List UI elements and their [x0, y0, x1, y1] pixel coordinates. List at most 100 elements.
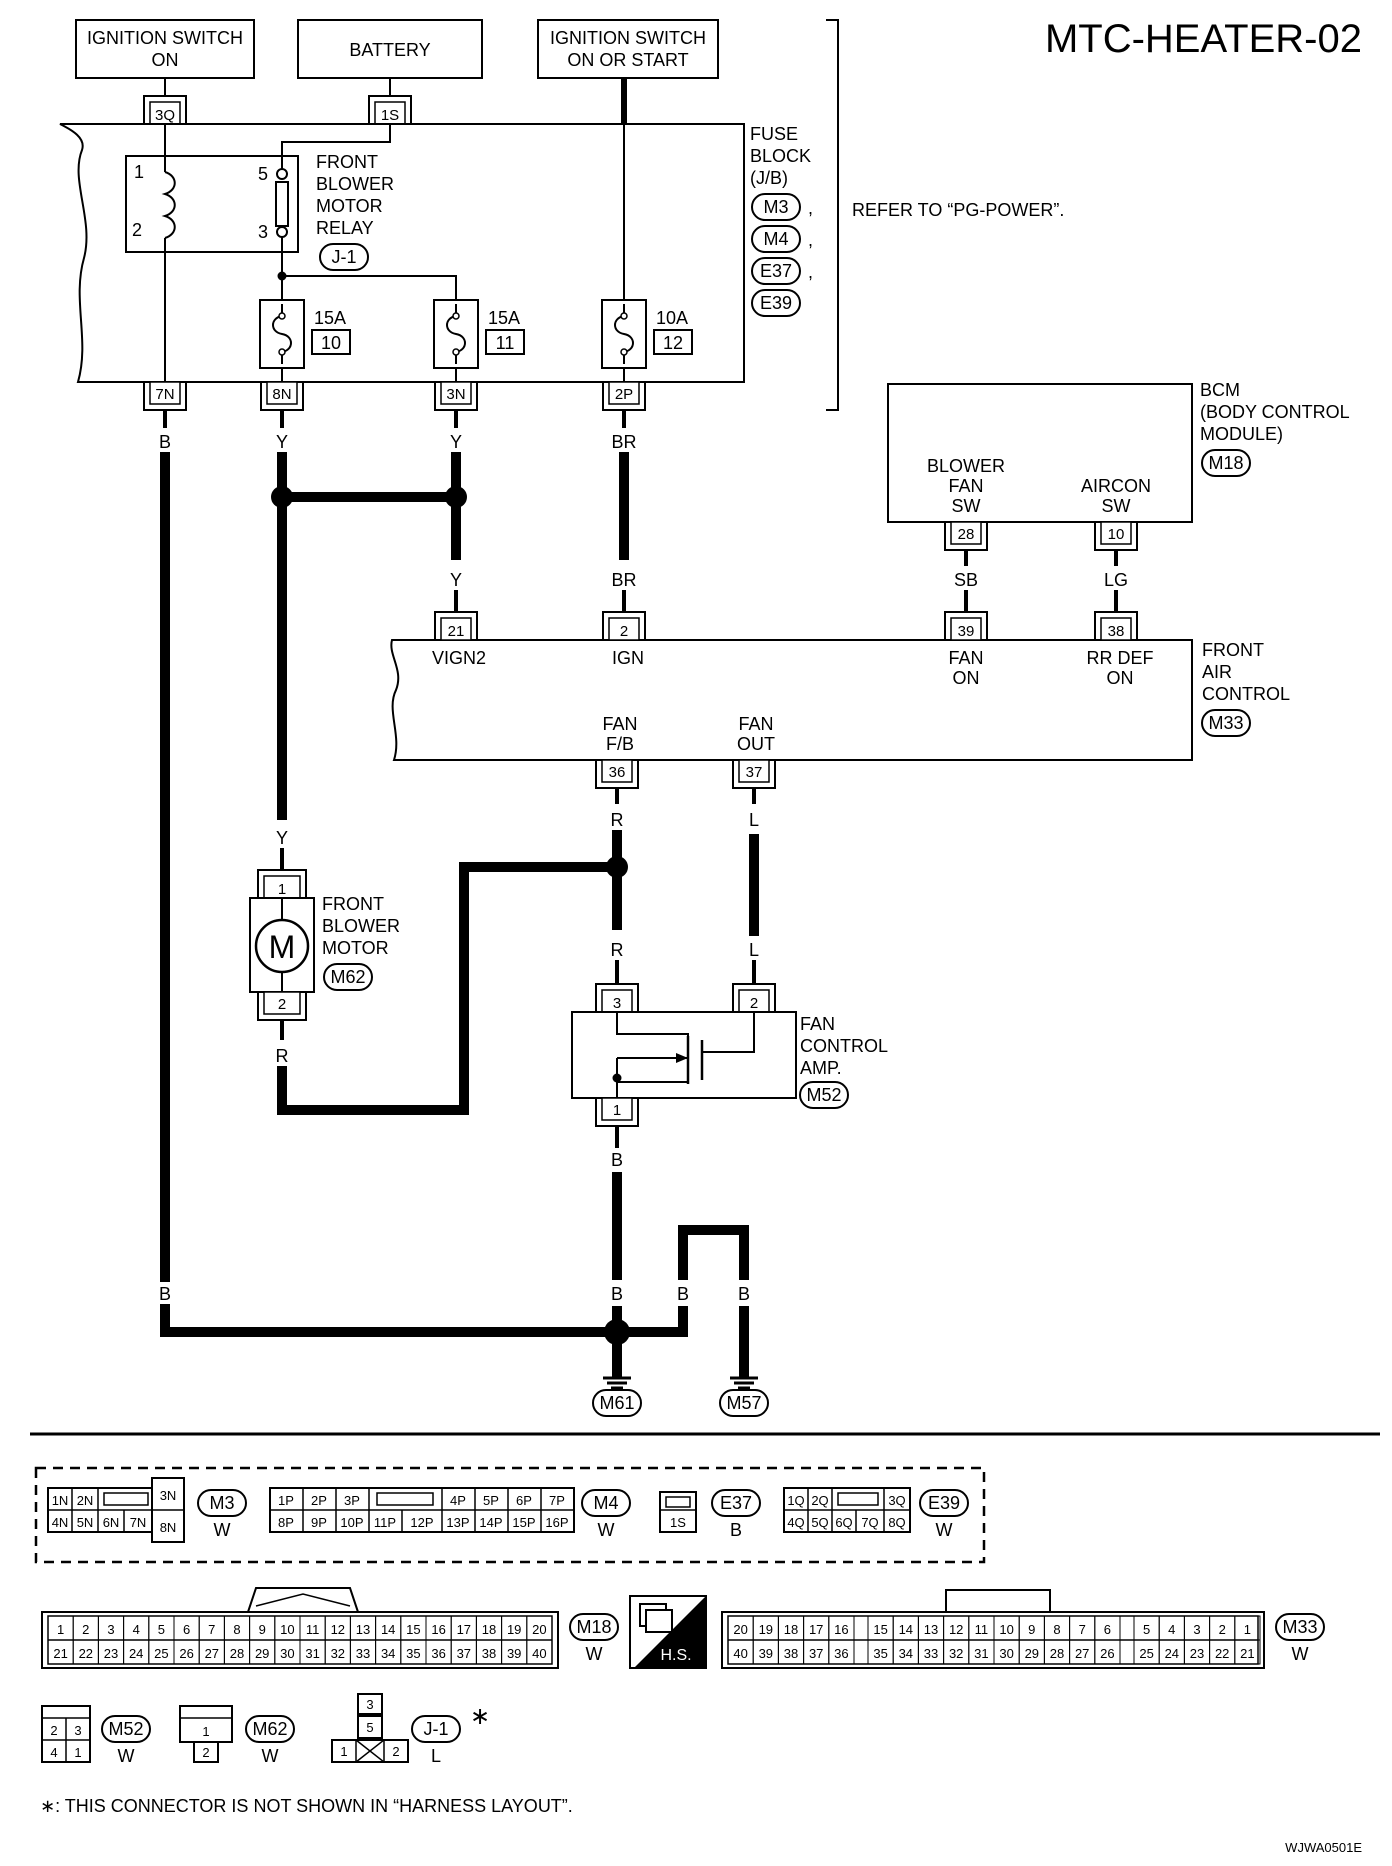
m33-pin-24: 24 [1165, 1646, 1179, 1661]
m18-pin-11: 11 [306, 1622, 320, 1637]
svg-text:W: W [598, 1520, 615, 1540]
svg-text:11P: 11P [374, 1515, 396, 1530]
svg-text:L: L [749, 810, 759, 830]
svg-text:B: B [677, 1284, 689, 1304]
m33-pin-5: 5 [1143, 1622, 1150, 1637]
m18-pin-6: 6 [183, 1622, 190, 1637]
svg-text:6N: 6N [103, 1515, 120, 1530]
m18-pin-13: 13 [356, 1622, 370, 1637]
svg-text:3: 3 [74, 1723, 81, 1738]
svg-text:M62: M62 [330, 967, 365, 987]
svg-text:2Q: 2Q [811, 1493, 828, 1508]
m18-pin-20: 20 [532, 1622, 546, 1637]
svg-text:Y: Y [276, 828, 288, 848]
svg-text:RELAY: RELAY [316, 218, 374, 238]
svg-text:,: , [808, 230, 813, 250]
svg-text:1N: 1N [52, 1493, 69, 1508]
m33-pin-18: 18 [784, 1622, 798, 1637]
svg-text:15A: 15A [488, 308, 520, 328]
drawing-code: WJWA0501E [1285, 1840, 1362, 1855]
ac-terminal-38: 38 [1094, 611, 1138, 641]
m18-pin-1: 1 [57, 1622, 64, 1637]
m33-pin-25: 25 [1139, 1646, 1153, 1661]
svg-text:2: 2 [750, 995, 758, 1012]
svg-text:1: 1 [613, 1102, 621, 1119]
bcm-terminal-10: 10 [1094, 521, 1138, 551]
wire-36-r [277, 788, 628, 1115]
svg-text:4: 4 [50, 1745, 57, 1760]
m18-pin-24: 24 [129, 1646, 143, 1661]
svg-text:M4: M4 [763, 229, 788, 249]
m18-pin-4: 4 [133, 1622, 140, 1637]
m18-pin-12: 12 [331, 1622, 345, 1637]
svg-text:B: B [159, 1284, 171, 1304]
svg-text:8P: 8P [278, 1515, 294, 1530]
svg-text:,: , [808, 262, 813, 282]
svg-text:ON: ON [953, 668, 980, 688]
ac-terminal-39: 39 [944, 611, 988, 641]
svg-text:M57: M57 [726, 1393, 761, 1413]
svg-text:8Q: 8Q [888, 1515, 905, 1530]
svg-text:5: 5 [366, 1720, 373, 1735]
conn-view-m62: 1 2 M62 W [179, 1705, 295, 1766]
m33-pin-10: 10 [999, 1622, 1013, 1637]
m18-pin-5: 5 [158, 1622, 165, 1637]
terminal-2p: 2P [602, 381, 646, 411]
svg-text:3N: 3N [446, 386, 465, 403]
svg-text:2N: 2N [77, 1493, 94, 1508]
terminal-3n: 3N [434, 381, 478, 411]
m33-pin-27: 27 [1075, 1646, 1089, 1661]
svg-text:J-1: J-1 [423, 1719, 448, 1739]
m33-pin-14: 14 [899, 1622, 913, 1637]
svg-text:BLOWER: BLOWER [316, 174, 394, 194]
m33-pin-32: 32 [949, 1646, 963, 1661]
svg-text:M4: M4 [593, 1493, 618, 1513]
m18-pin-18: 18 [482, 1622, 496, 1637]
conn-view-m52: 2 3 4 1 M52 W [41, 1705, 151, 1766]
svg-text:12: 12 [663, 333, 683, 353]
ground-m61: M61 [592, 1376, 642, 1417]
m18-pin-28: 28 [230, 1646, 244, 1661]
svg-text:IGNITION SWITCH: IGNITION SWITCH [550, 28, 706, 48]
svg-text:13P: 13P [446, 1515, 469, 1530]
m18-pin-31: 31 [305, 1646, 319, 1661]
m33-pin-39: 39 [759, 1646, 773, 1661]
svg-text:8N: 8N [160, 1520, 177, 1535]
svg-text:4P: 4P [450, 1493, 466, 1508]
air-control-conn-m33: M33 [1201, 709, 1251, 737]
svg-text:R: R [276, 1046, 289, 1066]
svg-text:W: W [262, 1746, 279, 1766]
m33-pin-17: 17 [809, 1622, 823, 1637]
svg-text:E37: E37 [720, 1493, 752, 1513]
svg-text:F/B: F/B [606, 734, 634, 754]
m33-pin-35: 35 [873, 1646, 887, 1661]
m33-pin-2: 2 [1219, 1622, 1226, 1637]
svg-text:MOTOR: MOTOR [316, 196, 383, 216]
svg-text:ON: ON [1107, 668, 1134, 688]
blower-relay: 1 2 5 3 [125, 124, 391, 382]
svg-text:FAN: FAN [602, 714, 637, 734]
m33-pin-40: 40 [733, 1646, 747, 1661]
svg-text:5N: 5N [77, 1515, 94, 1530]
relay-label: FRONT [316, 152, 378, 172]
m18-pin-38: 38 [482, 1646, 496, 1661]
source-battery: BATTERY [297, 19, 483, 79]
svg-text:SW: SW [1102, 496, 1131, 516]
m33-pin-30: 30 [999, 1646, 1013, 1661]
svg-text:MOTOR: MOTOR [322, 938, 389, 958]
svg-text:38: 38 [1108, 623, 1125, 640]
m33-pin-3: 3 [1193, 1622, 1200, 1637]
svg-text:2P: 2P [311, 1493, 327, 1508]
terminal-3q: 3Q [143, 95, 187, 125]
terminal-1s: 1S [368, 95, 412, 125]
svg-text:8N: 8N [272, 386, 291, 403]
bcm-box: BLOWER FAN SW AIRCON SW [887, 383, 1193, 523]
svg-text:M61: M61 [599, 1393, 634, 1413]
m18-pin-9: 9 [259, 1622, 266, 1637]
svg-text:1: 1 [202, 1724, 209, 1739]
refer-note: REFER TO “PG-POWER”. [852, 200, 1064, 220]
svg-text:2: 2 [50, 1723, 57, 1738]
m18-pin-35: 35 [406, 1646, 420, 1661]
front-air-control: VIGN2 IGN FAN ON RR DEF ON FAN F/B FAN O… [390, 639, 1193, 761]
